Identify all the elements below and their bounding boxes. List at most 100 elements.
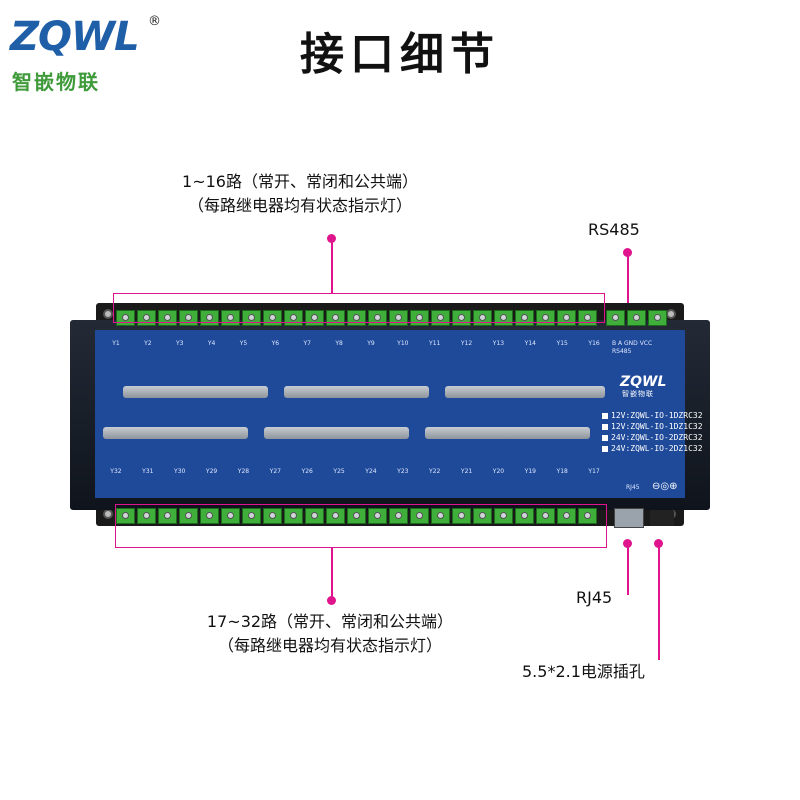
channel-label: Y9	[367, 340, 375, 347]
screw-terminal	[389, 508, 408, 524]
led-indicator-bar	[425, 427, 590, 439]
screw-terminal	[137, 508, 156, 524]
dc-power-jack	[650, 510, 674, 526]
screw-terminal	[200, 508, 219, 524]
power-polarity-icon: ⊖◎⊕	[652, 481, 678, 492]
channel-label: Y18	[556, 468, 568, 475]
brand-logo-text: ZQWL	[10, 14, 140, 60]
channel-label: Y21	[460, 468, 473, 475]
channel-label: Y17	[588, 468, 600, 475]
bottom-channels-note-line1: 17~32路（常开、常闭和公共端）	[206, 612, 454, 631]
channel-label: Y28	[237, 468, 250, 475]
rs485-callout-label: RS485	[588, 220, 640, 239]
rs485-callout-line	[627, 252, 629, 304]
screw-terminal	[473, 508, 492, 524]
top-callout-line	[331, 238, 333, 293]
bottom-callout-line	[331, 548, 333, 600]
channel-label: Y23	[397, 468, 409, 475]
channel-label: Y13	[492, 340, 505, 347]
panel-brand: ZQWL	[620, 374, 667, 390]
screw-terminal	[515, 508, 534, 524]
panel-brand-subtitle: 智嵌物联	[622, 390, 654, 398]
screw-terminal	[536, 508, 555, 524]
rs485-terminal-block	[606, 310, 667, 326]
led-indicator-bar	[103, 427, 248, 439]
top-channels-note-line2: （每路继电器均有状态指示灯）	[187, 196, 412, 215]
screw-terminal	[347, 508, 366, 524]
screw-terminal	[179, 508, 198, 524]
mount-hole-icon	[103, 509, 113, 519]
led-indicator-bar	[284, 386, 429, 398]
channel-label: Y30	[174, 468, 186, 475]
screw-terminal	[221, 508, 240, 524]
screw-terminal	[627, 310, 646, 326]
rj45-port	[614, 508, 644, 528]
model-item: 24V:ZQWL-IO-2DZRC32	[602, 432, 703, 443]
channel-label: Y26	[301, 468, 313, 475]
mount-hole-icon	[666, 309, 676, 319]
screw-terminal	[452, 508, 471, 524]
channel-label: Y10	[397, 340, 409, 347]
bottom-channels-note: 17~32路（常开、常闭和公共端） （每路继电器均有状态指示灯）	[180, 610, 480, 658]
channel-label: Y16	[588, 340, 600, 347]
screw-terminal	[557, 508, 576, 524]
power-callout-line	[658, 543, 660, 660]
channel-label: Y5	[239, 340, 248, 347]
screw-terminal	[158, 508, 177, 524]
screw-terminal	[326, 508, 345, 524]
top-channels-note: 1~16路（常开、常闭和公共端） （每路继电器均有状态指示灯）	[130, 170, 470, 218]
channel-label: Y19	[524, 468, 536, 475]
top-channels-note-line1: 1~16路（常开、常闭和公共端）	[182, 172, 418, 191]
top-terminal-block	[116, 310, 597, 326]
channel-label: Y2	[144, 340, 152, 347]
brand-logo-subtitle: 智嵌物联	[12, 70, 100, 94]
screw-terminal	[368, 508, 387, 524]
top-terminals-highlight	[113, 293, 605, 323]
bottom-terminal-block	[116, 508, 597, 524]
page-title: 接口细节	[300, 29, 500, 80]
bottom-terminals-highlight	[115, 504, 607, 548]
brand-logo: ZQWL ® 智嵌物联	[10, 14, 170, 104]
screw-terminal	[431, 508, 450, 524]
screw-terminal	[305, 508, 324, 524]
model-item: 24V:ZQWL-IO-2DZ1C32	[602, 443, 703, 454]
power-callout-label: 5.5*2.1电源插孔	[522, 662, 645, 681]
channel-label: Y15	[556, 340, 568, 347]
channel-label: Y8	[335, 340, 343, 347]
led-indicator-bar	[264, 427, 409, 439]
rs485-panel-label: RS485	[612, 348, 632, 355]
led-indicator-bar	[445, 386, 605, 398]
channel-label: Y11	[429, 340, 441, 347]
channel-label: Y32	[110, 468, 122, 475]
screw-terminal	[606, 310, 625, 326]
channel-label: Y3	[175, 340, 184, 347]
channel-label: Y12	[460, 340, 473, 347]
rj45-callout-line	[627, 543, 629, 595]
channel-label: Y4	[207, 340, 216, 347]
screw-terminal	[410, 508, 429, 524]
mount-hole-icon	[103, 309, 113, 319]
channel-label: Y20	[492, 468, 505, 475]
channel-label: Y22	[429, 468, 441, 475]
screw-terminal	[263, 508, 282, 524]
screw-terminal	[648, 310, 667, 326]
device-front-panel	[95, 330, 685, 498]
channel-label: Y7	[303, 340, 311, 347]
bottom-channels-note-line2: （每路继电器均有状态指示灯）	[217, 636, 442, 655]
model-item: 12V:ZQWL-IO-1DZ1C32	[602, 421, 703, 432]
bottom-callout-dot	[327, 596, 336, 605]
led-indicator-bar	[123, 386, 268, 398]
channel-label: Y29	[205, 468, 218, 475]
rj45-callout-label: RJ45	[576, 588, 613, 607]
rs485-pin-labels: B A GND VCC	[612, 340, 653, 347]
channel-label: Y6	[271, 340, 280, 347]
model-list: 12V:ZQWL-IO-1DZRC32 12V:ZQWL-IO-1DZ1C32 …	[602, 410, 703, 454]
registered-mark: ®	[148, 14, 161, 29]
channel-label: Y31	[142, 468, 154, 475]
channel-label: Y1	[112, 340, 120, 347]
screw-terminal	[578, 508, 597, 524]
screw-terminal	[494, 508, 513, 524]
model-item: 12V:ZQWL-IO-1DZRC32	[602, 410, 703, 421]
